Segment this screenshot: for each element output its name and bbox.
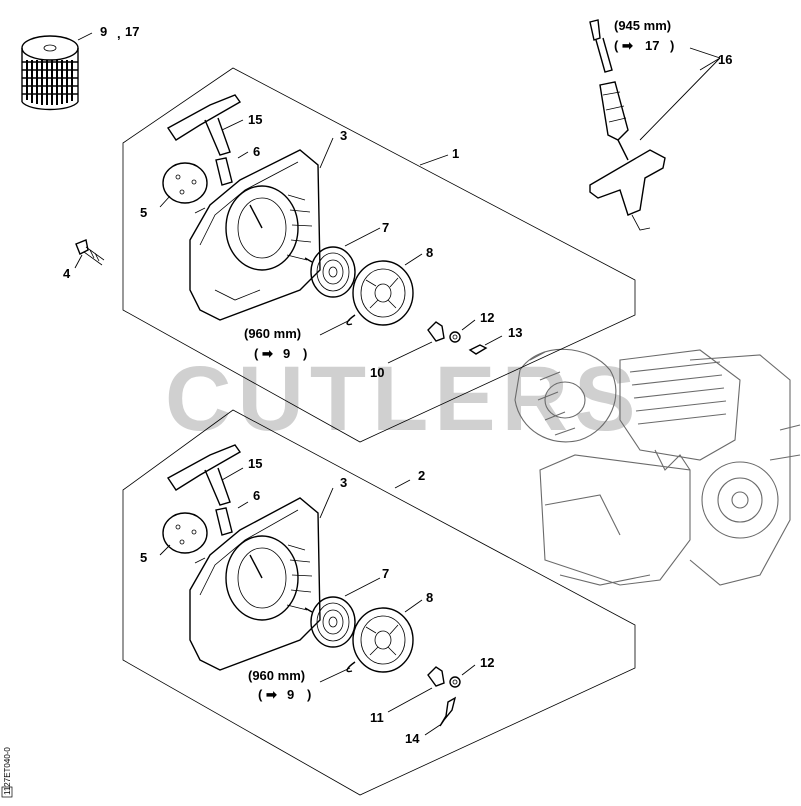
callout-15-top: 15 xyxy=(248,112,262,127)
callout-4: 4 xyxy=(63,266,71,281)
rope-ref-bottom-paren-close: ) xyxy=(307,687,311,702)
callout-spool-17: 17 xyxy=(125,24,139,39)
callout-12-bottom: 12 xyxy=(480,655,494,670)
callout-15-bottom: 15 xyxy=(248,456,262,471)
callout-11: 11 xyxy=(370,710,384,725)
rope-ref-top: 9 xyxy=(283,346,290,361)
cord-ref: 17 xyxy=(645,38,659,53)
callout-16: 16 xyxy=(718,52,732,67)
rope-ref-bottom: 9 xyxy=(287,687,294,702)
callout-spool-9: 9 xyxy=(100,24,107,39)
arrow-icon-bottom: ➡ xyxy=(266,687,277,702)
starter-grip-bottom xyxy=(166,444,242,536)
callout-spool-comma: , xyxy=(117,26,121,41)
rewind-spring-bottom xyxy=(304,596,356,648)
callout-5-bottom: 5 xyxy=(140,550,147,565)
callout-6-top: 6 xyxy=(253,144,260,159)
callout-3-bottom: 3 xyxy=(340,475,347,490)
rope-spool xyxy=(21,32,93,111)
assembly-2-frame xyxy=(122,409,636,796)
spring-clip-14 xyxy=(439,696,457,727)
washer-12-top xyxy=(449,331,461,343)
callout-13: 13 xyxy=(508,325,522,340)
callout-7-top: 7 xyxy=(382,220,389,235)
starter-housing-bottom xyxy=(189,497,321,671)
callout-6-bottom: 6 xyxy=(253,488,260,503)
spring-clip-13 xyxy=(468,344,488,355)
callout-3-top: 3 xyxy=(340,128,347,143)
starter-housing-top xyxy=(189,149,321,321)
rope-length-top-text: (960 mm) xyxy=(244,326,301,341)
watermark-text: CUTLERS xyxy=(165,348,641,450)
cord-length-text: (945 mm) xyxy=(614,18,671,33)
callout-8-top: 8 xyxy=(426,245,433,260)
leader-lines-top xyxy=(74,119,503,364)
rewind-spring-top xyxy=(304,246,356,298)
rope-ref-top-paren-close: ) xyxy=(303,346,307,361)
document-id: 1127ET040-0 xyxy=(3,747,12,795)
rope-length-bottom-text: (960 mm) xyxy=(248,668,305,683)
washer-plate-bottom xyxy=(162,512,208,554)
rope-ref-top-paren-open: ( xyxy=(254,346,259,361)
washer-plate-top xyxy=(162,162,208,204)
leader-lines-bottom xyxy=(159,467,476,736)
cord-ref-paren-open: ( xyxy=(614,38,619,53)
engine-outline xyxy=(514,348,801,586)
doc-id-box xyxy=(1,786,13,798)
screw-4 xyxy=(75,239,105,266)
cord-ref-paren-close: ) xyxy=(670,38,674,53)
rope-length-bottom: (960 mm) ( ➡ 9 ) xyxy=(248,668,311,702)
pawl-bottom xyxy=(427,666,445,687)
callout-14: 14 xyxy=(405,731,420,746)
arrow-icon-top: ➡ xyxy=(262,346,273,361)
grip-with-cord-16 xyxy=(589,19,721,231)
starter-grip-top xyxy=(166,94,242,186)
assembly-1-frame xyxy=(122,67,636,443)
rope-length-top: (960 mm) ( ➡ 9 ) xyxy=(244,326,307,361)
cord-length-annotation: (945 mm) ( ➡ 17 ) xyxy=(614,18,674,53)
callout-5-top: 5 xyxy=(140,205,147,220)
pawl-top xyxy=(427,321,445,342)
rope-rotor-bottom xyxy=(346,607,414,673)
washer-12-bottom xyxy=(449,676,461,688)
callout-2: 2 xyxy=(418,468,425,483)
arrow-icon-cord: ➡ xyxy=(622,38,633,53)
callout-12-top: 12 xyxy=(480,310,494,325)
callout-7-bottom: 7 xyxy=(382,566,389,581)
callout-1: 1 xyxy=(452,146,459,161)
callout-8-bottom: 8 xyxy=(426,590,433,605)
callout-10: 10 xyxy=(370,365,384,380)
rope-rotor-top xyxy=(346,260,414,326)
rope-ref-bottom-paren-open: ( xyxy=(258,687,263,702)
